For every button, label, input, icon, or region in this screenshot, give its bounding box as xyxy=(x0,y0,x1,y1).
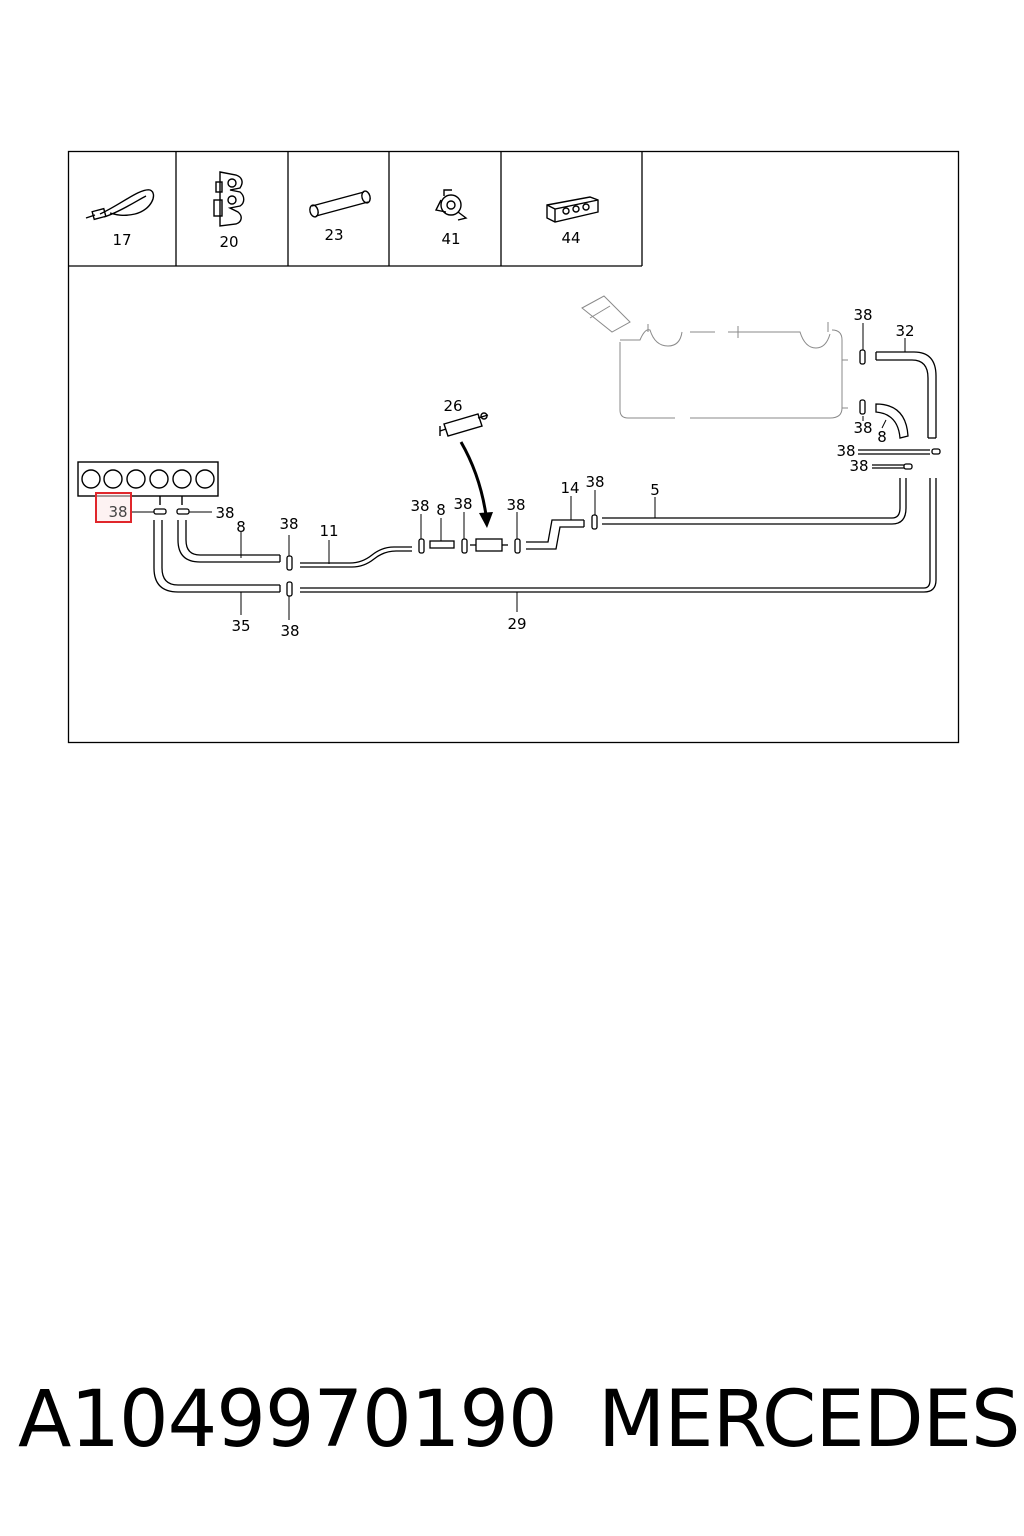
hose-clip-icon xyxy=(213,171,245,227)
callout-38[interactable]: 38 xyxy=(280,622,299,640)
cable-tie-icon xyxy=(85,189,155,221)
callout-38[interactable]: 38 xyxy=(853,306,872,324)
fuel-tank-outline xyxy=(581,295,848,419)
legend-label-17: 17 xyxy=(112,231,131,249)
callout-38[interactable]: 38 xyxy=(836,442,855,460)
callout-38[interactable]: 38 xyxy=(453,495,472,513)
callout-8[interactable]: 8 xyxy=(436,501,446,519)
callout-32[interactable]: 32 xyxy=(895,322,914,340)
callout-14[interactable]: 14 xyxy=(560,479,579,497)
callout-29[interactable]: 29 xyxy=(507,615,526,633)
callout-38[interactable]: 38 xyxy=(585,473,604,491)
line-holder-icon xyxy=(546,196,599,223)
callout-38[interactable]: 38 xyxy=(853,419,872,437)
hose-lines xyxy=(153,351,937,593)
legend-label-41: 41 xyxy=(441,230,460,248)
callout-35[interactable]: 35 xyxy=(231,617,250,635)
install-arrow xyxy=(459,441,488,516)
callout-8[interactable]: 8 xyxy=(877,428,887,446)
legend-row xyxy=(68,151,643,267)
footer: A1049970190 MERCEDES xyxy=(0,1365,1024,1475)
fuel-filter-icon xyxy=(439,412,489,437)
callout-38[interactable]: 38 xyxy=(410,497,429,515)
part-number: A1049970190 xyxy=(18,1375,558,1465)
callout-38-highlighted[interactable]: 38 xyxy=(108,503,127,521)
legend-label-20: 20 xyxy=(219,233,238,251)
callout-5[interactable]: 5 xyxy=(650,481,660,499)
callout-38[interactable]: 38 xyxy=(506,496,525,514)
callout-38[interactable]: 38 xyxy=(279,515,298,533)
hose-sleeve-icon xyxy=(309,190,371,218)
clamp-icon xyxy=(434,189,468,221)
diagram-frame xyxy=(67,150,960,744)
callout-38[interactable]: 38 xyxy=(215,504,234,522)
leader-lines xyxy=(131,323,906,620)
callout-11[interactable]: 11 xyxy=(319,522,338,540)
injector-rail xyxy=(77,461,219,505)
connectors xyxy=(153,349,941,597)
brand-name: MERCEDES xyxy=(598,1375,1020,1465)
highlight-box[interactable] xyxy=(95,492,132,523)
install-arrowhead xyxy=(479,512,493,528)
parts-diagram: 17 20 23 41 44 xyxy=(67,150,960,744)
callout-38[interactable]: 38 xyxy=(849,457,868,475)
callout-26[interactable]: 26 xyxy=(443,397,462,415)
legend-label-23: 23 xyxy=(324,226,343,244)
legend-label-44: 44 xyxy=(561,229,580,247)
callout-8[interactable]: 8 xyxy=(236,518,246,536)
